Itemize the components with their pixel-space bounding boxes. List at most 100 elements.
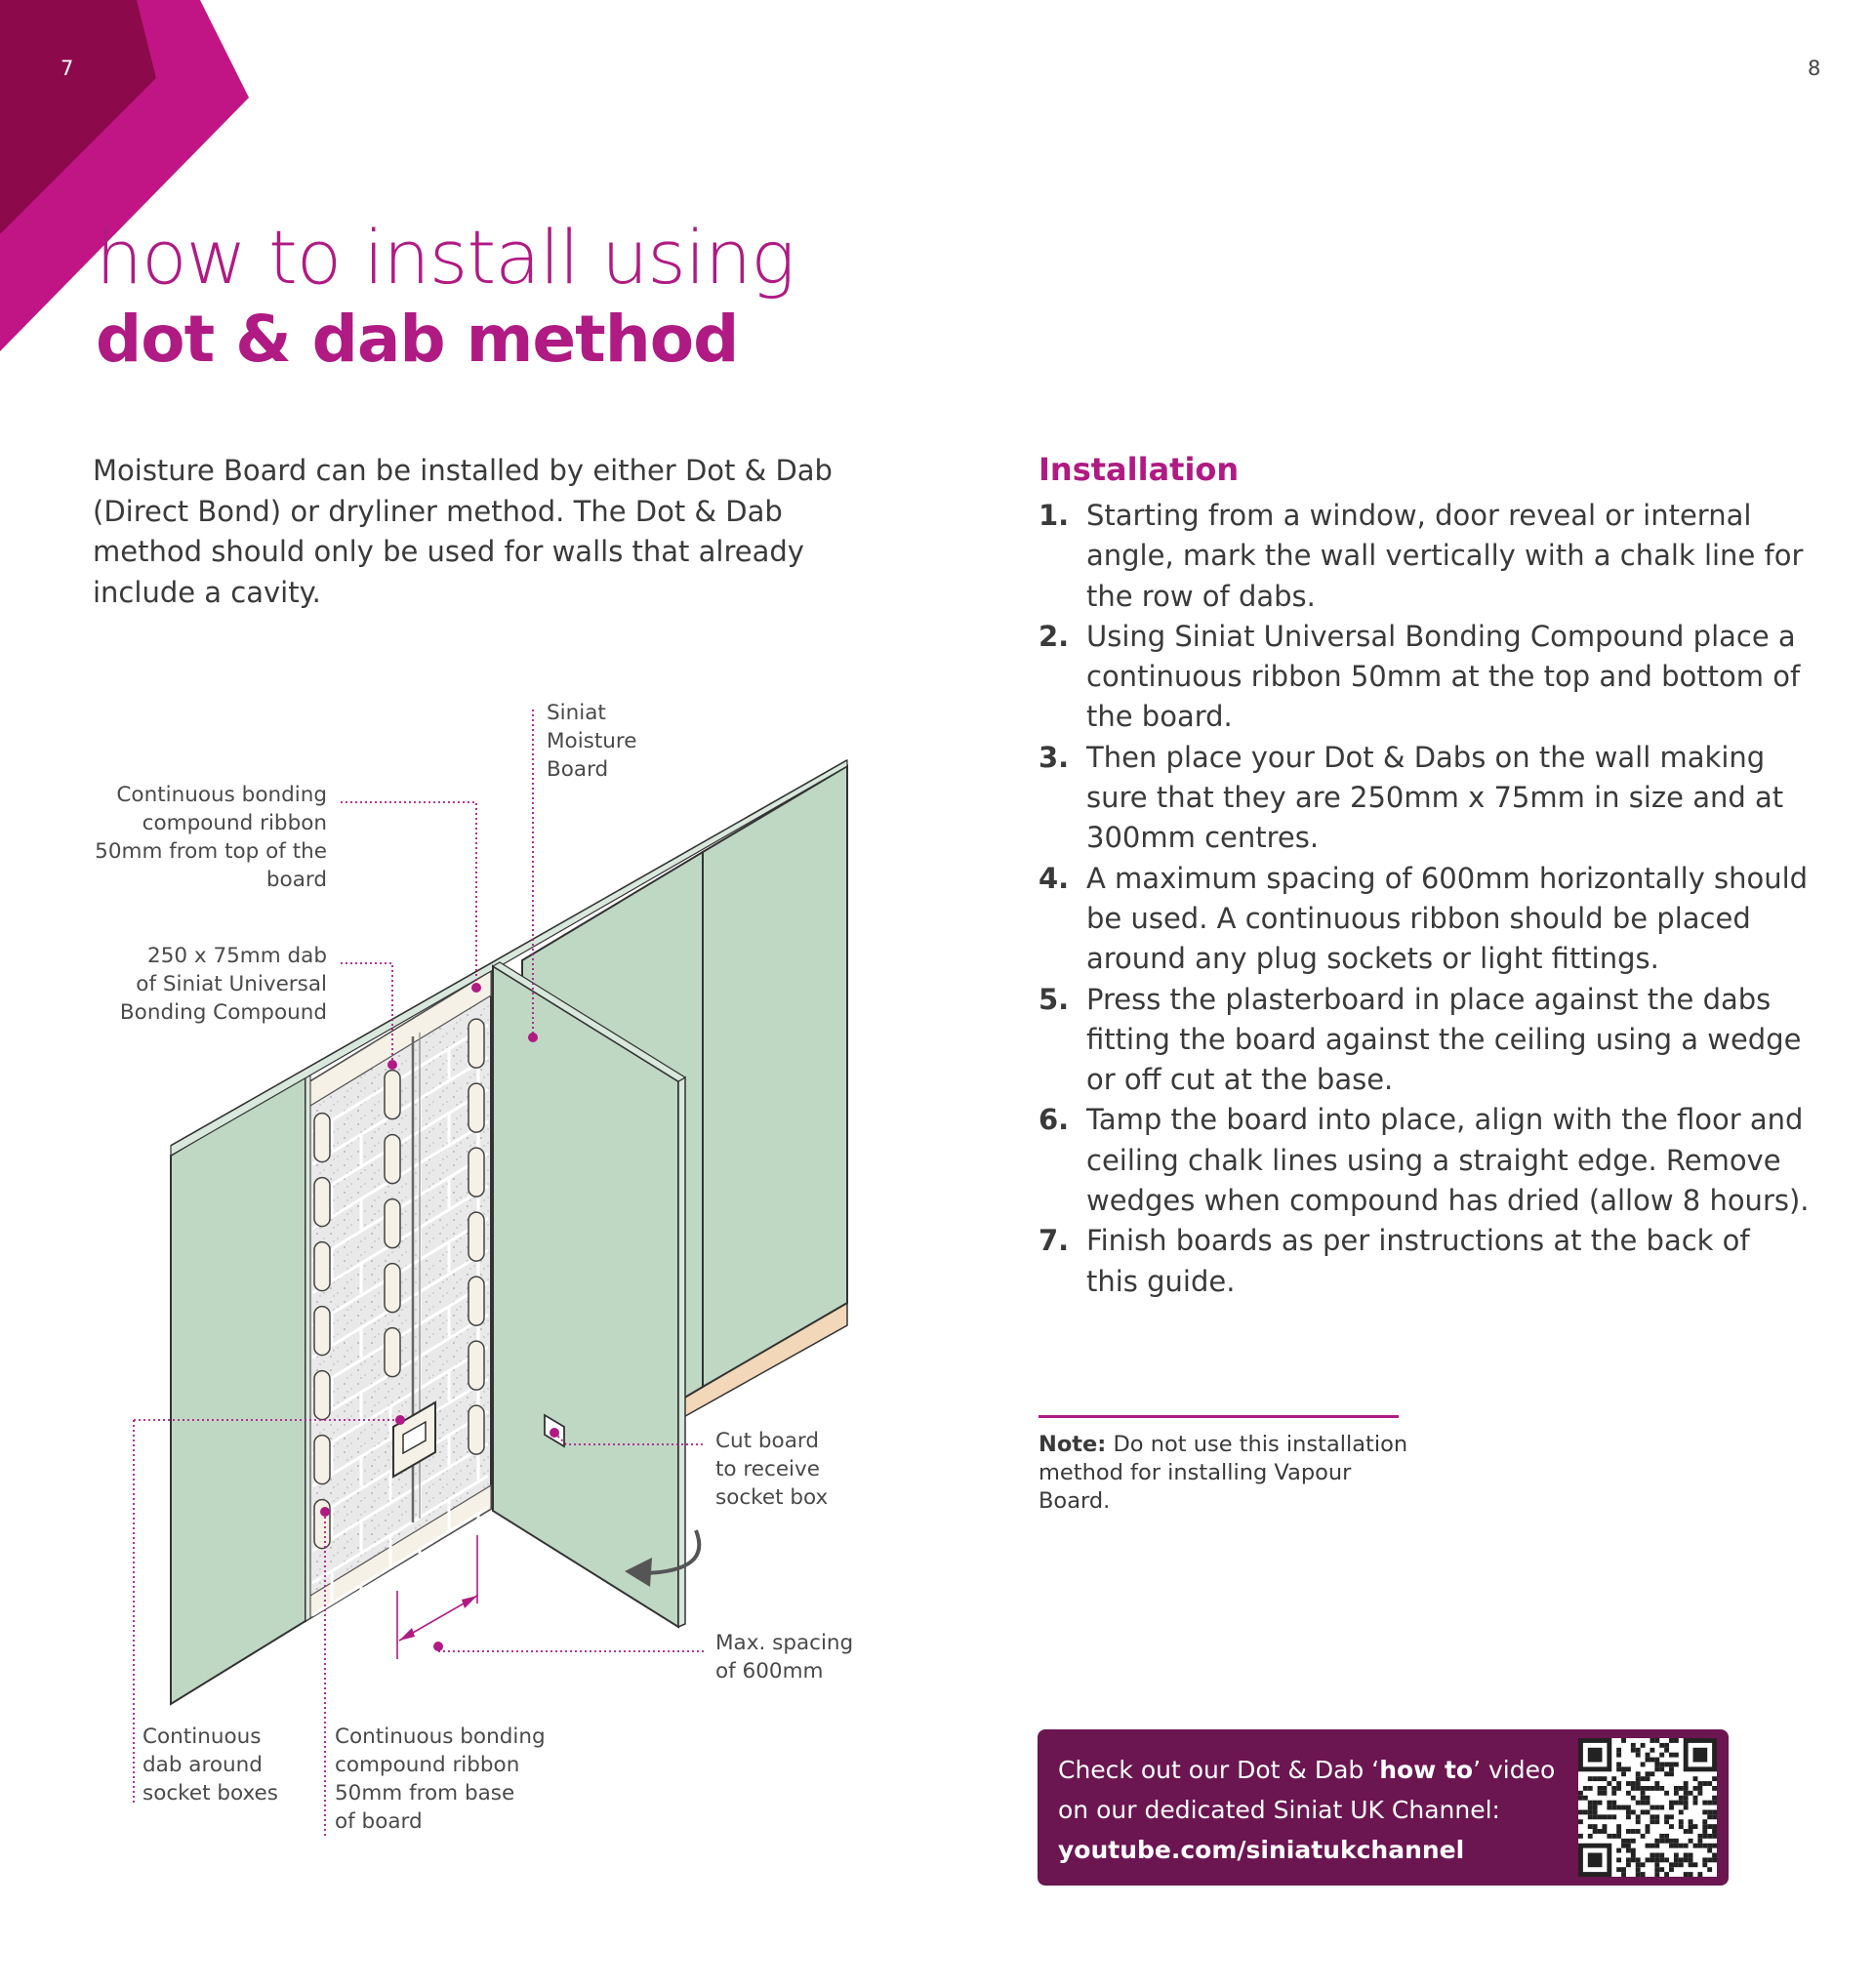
qr-module [1645,1857,1650,1863]
qr-module [1630,1847,1636,1853]
qr-module [1697,1872,1703,1877]
qr-module [1702,1819,1708,1825]
label-line: 50mm from base [335,1781,515,1805]
label-line: of Siniat Universal [136,972,327,996]
qr-module [1645,1829,1650,1834]
qr-module [1654,1857,1660,1863]
qr-module [1616,1833,1622,1839]
qr-module [1664,1790,1670,1796]
qr-module [1688,1862,1693,1868]
qr-module [1669,1843,1674,1848]
qr-module [1707,1833,1713,1839]
qr-module [1645,1776,1650,1782]
video-text-before: Check out our Dot & Dab ‘ [1058,1756,1380,1784]
step-item: 2.Using Siniat Universal Bonding Compoun… [1039,617,1810,738]
qr-module [1664,1814,1670,1820]
qr-module [1669,1838,1674,1844]
qr-module [1611,1776,1617,1782]
qr-module [1592,1776,1598,1782]
qr-module [1587,1814,1593,1820]
qr-module [1678,1862,1684,1868]
qr-module [1630,1781,1636,1786]
step-text: Then place your Dot & Dabs on the wall m… [1086,740,1784,855]
label-line: Bonding Compound [119,1000,327,1025]
leader-dots [320,983,559,1651]
qr-module [1659,1742,1665,1748]
dab-columns [313,1018,485,1550]
qr-module [1587,1833,1593,1839]
qr-module [1630,1795,1636,1801]
qr-module [1587,1805,1593,1810]
qr-module [1673,1857,1679,1863]
qr-module [1654,1766,1660,1772]
dab [313,1369,331,1421]
brick-joint [311,1441,489,1553]
qr-module [1669,1766,1674,1772]
qr-module [1654,1872,1660,1877]
qr-module [1697,1785,1703,1791]
qr-module [1635,1857,1641,1863]
dab [468,1276,485,1326]
qr-module [1650,1852,1655,1858]
qr-module [1659,1833,1665,1839]
step-text: A maximum spacing of 600mm horizontally … [1086,861,1809,976]
qr-module [1673,1790,1679,1796]
qr-module [1611,1833,1617,1839]
qr-module [1611,1790,1617,1796]
qr-module [1640,1742,1646,1748]
qr-module [1592,1800,1598,1805]
qr-module [1664,1742,1670,1748]
qr-module [1654,1843,1660,1848]
qr-module [1640,1795,1646,1801]
step-item: 6.Tamp the board into place, align with … [1039,1100,1810,1221]
qr-module [1625,1857,1631,1863]
qr-module [1640,1872,1646,1877]
qr-module [1635,1785,1641,1791]
qr-module [1645,1809,1650,1815]
qr-finder [1587,1852,1603,1868]
youtube-link[interactable]: youtube.com/siniatukchannel [1058,1836,1465,1864]
qr-module [1664,1857,1670,1863]
qr-module [1688,1790,1693,1796]
qr-module [1659,1785,1665,1791]
qr-module [1587,1785,1593,1791]
qr-module [1683,1795,1689,1801]
qr-module [1654,1838,1660,1844]
dab [313,1305,331,1357]
step-number: 6. [1039,1103,1070,1137]
step-text: Starting from a window, door reveal or i… [1086,499,1804,613]
qr-module [1664,1833,1670,1839]
qr-module [1616,1805,1622,1810]
dab [313,1240,331,1292]
video-text-after: ’ video on our dedicated Siniat UK Chann… [1058,1756,1556,1824]
qr-module [1592,1824,1598,1830]
dab [468,1018,485,1069]
qr-module [1640,1776,1646,1782]
qr-module [1621,1771,1626,1777]
qr-module [1616,1762,1622,1767]
qr-module [1702,1781,1708,1786]
qr-module [1650,1843,1655,1848]
label-line: Max. spacing [715,1631,854,1655]
qr-module [1678,1795,1684,1801]
qr-module [1683,1785,1689,1791]
qr-module [1707,1824,1713,1830]
qr-module [1697,1838,1703,1844]
dab [468,1211,485,1262]
qr-module [1707,1814,1713,1820]
qr-module [1630,1809,1636,1815]
qr-module [1587,1824,1593,1830]
step-item: 4.A maximum spacing of 600mm horizontall… [1039,859,1810,980]
qr-module [1688,1824,1693,1830]
qr-module [1664,1838,1670,1844]
qr-module [1640,1762,1646,1767]
rotation-arrow [643,1529,702,1575]
qr-module [1616,1752,1622,1758]
title-line-1: how to install using [96,214,795,301]
qr-module [1602,1790,1608,1796]
qr-code[interactable] [1578,1738,1717,1877]
qr-module [1702,1809,1708,1815]
qr-module [1654,1762,1660,1767]
label-line: board [265,868,327,892]
qr-module [1578,1795,1583,1801]
